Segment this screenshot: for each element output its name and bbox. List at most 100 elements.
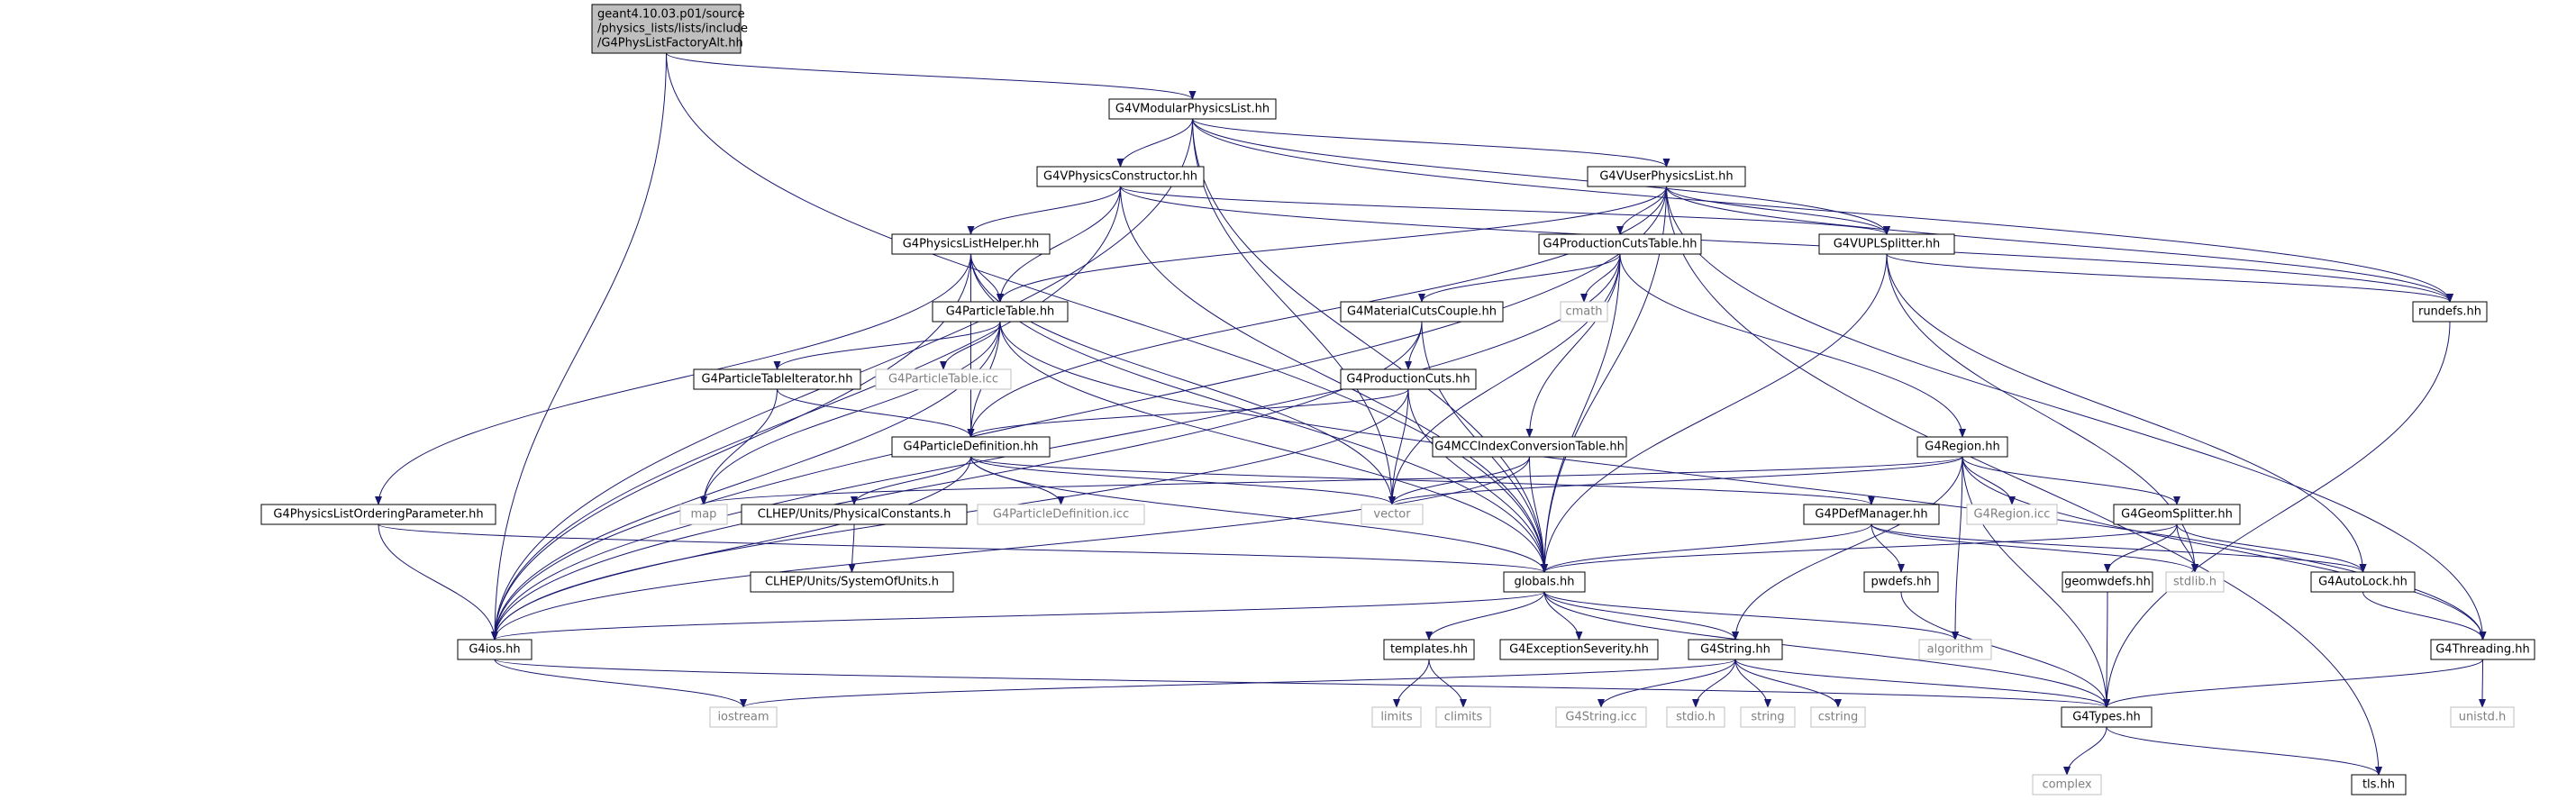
node-label-cutsTable: G4ProductionCutsTable.hh: [1543, 238, 1698, 251]
node-label-mcc: G4MCCIndexConversionTable.hh: [1434, 441, 1625, 454]
node-constructor[interactable]: G4VPhysicsConstructor.hh: [1036, 166, 1205, 187]
node-ptableIter[interactable]: G4ParticleTableIterator.hh: [693, 368, 861, 390]
edge-g4ios-to-iostream: [494, 659, 747, 708]
node-physConst[interactable]: CLHEP/Units/PhysicalConstants.h: [741, 504, 968, 525]
node-autolock[interactable]: G4AutoLock.hh: [2310, 571, 2416, 593]
node-g4string[interactable]: G4String.hh: [1688, 639, 1783, 660]
node-g4ios[interactable]: G4ios.hh: [457, 639, 532, 660]
edge-helper-to-vector: [970, 253, 1396, 505]
node-prodcuts[interactable]: G4ProductionCuts.hh: [1340, 368, 1477, 390]
node-rundefs[interactable]: rundefs.hh: [2412, 301, 2488, 323]
edge-autolock-to-threading: [2362, 591, 2487, 641]
edge-constructor-to-globals: [1120, 186, 1548, 573]
edge-constructor-to-vupl: [1120, 186, 1890, 235]
node-box-root: [591, 4, 742, 54]
node-geomSplit[interactable]: G4GeomSplitter.hh: [2113, 504, 2241, 525]
node-pdefmgr[interactable]: G4PDefManager.hh: [1803, 504, 1940, 525]
node-box-constructor: [1036, 166, 1205, 187]
edge-vupl-to-rundefs: [1886, 253, 2453, 303]
node-geomwdefs[interactable]: geomwdefs.hh: [2062, 571, 2153, 593]
node-box-geomSplit: [2113, 504, 2241, 525]
node-types[interactable]: G4Types.hh: [2061, 706, 2153, 728]
node-templates[interactable]: templates.hh: [1383, 639, 1475, 660]
edge-userPL-to-rundefs: [1666, 186, 2453, 303]
node-box-limits: [1371, 706, 1422, 728]
edge-threading-to-types: [2103, 659, 2483, 708]
node-region[interactable]: G4Region.hh: [1916, 436, 2008, 458]
node-box-orderParam: [260, 504, 496, 525]
node-label-region: G4Region.hh: [1925, 441, 1999, 454]
edge-physConst-to-sysUnits: [848, 523, 856, 573]
node-box-vector: [1361, 504, 1424, 525]
edge-matcuts-to-prodcuts: [1405, 321, 1423, 370]
node-exception[interactable]: G4ExceptionSeverity.hh: [1499, 639, 1659, 660]
node-label-stringIcc: G4String.icc: [1565, 711, 1636, 724]
node-threading[interactable]: G4Threading.hh: [2430, 639, 2535, 660]
node-box-stdio: [1666, 706, 1725, 728]
node-tls[interactable]: tls.hh: [2351, 774, 2407, 795]
edge-ptableIter-to-map: [700, 388, 778, 505]
node-label-templates: templates.hh: [1390, 643, 1468, 657]
node-box-userPL: [1587, 166, 1746, 187]
edge-region-to-regionIcc: [1962, 456, 2016, 505]
edge-cutsTable-to-g4ios: [491, 253, 1621, 641]
node-label-prodcuts: G4ProductionCuts.hh: [1346, 373, 1470, 386]
node-label-types: G4Types.hh: [2072, 711, 2141, 724]
node-userPL[interactable]: G4VUserPhysicsList.hh: [1587, 166, 1746, 187]
edge-pdefmgr-to-globals: [1541, 523, 1872, 573]
node-pwdefs[interactable]: pwdefs.hh: [1863, 571, 1939, 593]
node-box-region: [1916, 436, 2008, 458]
node-label-string: string: [1751, 711, 1784, 724]
node-map: map: [679, 504, 728, 525]
edge-region-to-geomSplit: [1962, 456, 2180, 505]
node-vupl[interactable]: G4VUPLSplitter.hh: [1818, 233, 1955, 255]
node-label-root: geant4.10.03.p01/source: [597, 8, 745, 22]
node-label-sysUnits: CLHEP/Units/SystemOfUnits.h: [765, 576, 939, 589]
node-label-climits: climits: [1444, 711, 1483, 724]
edge-region-to-algorithm: [1952, 456, 1963, 641]
edge-globals-to-exception: [1543, 591, 1583, 641]
node-box-stdlib: [2165, 571, 2225, 593]
node-cstring: cstring: [1810, 706, 1866, 728]
node-matcuts[interactable]: G4MaterialCutsCouple.hh: [1340, 301, 1504, 323]
node-pdef[interactable]: G4ParticleDefinition.hh: [891, 436, 1051, 458]
node-mcc[interactable]: G4MCCIndexConversionTable.hh: [1432, 436, 1627, 458]
node-modular[interactable]: G4VModularPhysicsList.hh: [1108, 98, 1277, 120]
node-helper[interactable]: G4PhysicsListHelper.hh: [891, 233, 1051, 255]
node-box-physConst: [741, 504, 968, 525]
edge-vupl-to-globals: [1541, 253, 1888, 573]
node-ptable[interactable]: G4ParticleTable.hh: [932, 301, 1069, 323]
node-label-unistd: unistd.h: [2459, 711, 2507, 724]
node-box-pwdefs: [1863, 571, 1939, 593]
edge-root-to-modular: [666, 52, 1197, 100]
node-label-modular: G4VModularPhysicsList.hh: [1115, 103, 1270, 116]
node-cutsTable[interactable]: G4ProductionCutsTable.hh: [1538, 233, 1702, 255]
node-label-stdlib: stdlib.h: [2173, 576, 2216, 589]
node-label-pwdefs: pwdefs.hh: [1871, 576, 1931, 589]
edge-cutsTable-to-mcc: [1525, 253, 1621, 438]
edge-mcc-to-g4ios: [491, 456, 1530, 641]
node-box-g4string: [1688, 639, 1783, 660]
node-label-geomSplit: G4GeomSplitter.hh: [2121, 508, 2233, 522]
edge-pdef-to-globals: [970, 456, 1548, 573]
node-globals[interactable]: globals.hh: [1503, 571, 1586, 593]
edge-helper-to-orderParam: [375, 253, 971, 505]
node-sysUnits[interactable]: CLHEP/Units/SystemOfUnits.h: [750, 571, 954, 593]
edge-templates-to-limits: [1393, 659, 1430, 708]
node-box-pdefIcc: [977, 504, 1145, 525]
node-cmath: cmath: [1560, 301, 1608, 323]
node-complex: complex: [2032, 774, 2102, 795]
edge-threading-to-unistd: [2479, 659, 2487, 708]
edge-root-to-globals: [666, 52, 1548, 573]
node-orderParam[interactable]: G4PhysicsListOrderingParameter.hh: [260, 504, 496, 525]
node-root[interactable]: geant4.10.03.p01/source/physics_lists/li…: [591, 4, 748, 54]
node-label-cstring: cstring: [1818, 711, 1858, 724]
node-label-matcuts: G4MaterialCutsCouple.hh: [1347, 305, 1497, 319]
edge-g4ios-to-types: [494, 659, 2110, 708]
edge-prodcuts-to-pdef: [967, 388, 1409, 438]
node-label-algorithm: algorithm: [1927, 643, 1984, 657]
edge-region-to-types: [1962, 456, 2110, 708]
edge-userPL-to-vupl: [1666, 186, 1890, 235]
edge-mcc-to-vector: [1388, 456, 1530, 505]
edge-globals-to-g4ios: [491, 591, 1545, 641]
